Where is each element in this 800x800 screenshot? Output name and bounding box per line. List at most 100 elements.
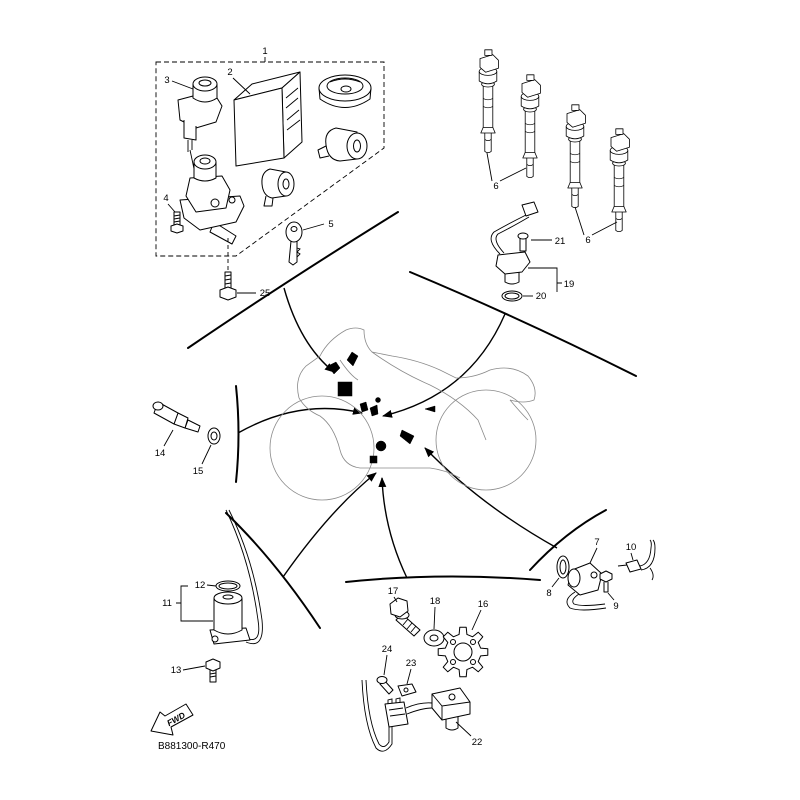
callout-1: 1 — [262, 46, 267, 57]
separator-lines — [187, 211, 637, 629]
leader-15 — [201, 444, 212, 465]
marker-small-arrow — [424, 405, 436, 413]
callout-15: 15 — [193, 466, 204, 477]
arrow-rear-sensor — [424, 447, 558, 549]
callout-2: 2 — [227, 67, 232, 78]
o-ring-8 — [556, 555, 570, 579]
separator-left — [235, 385, 240, 483]
marker-crank-sensor — [369, 404, 379, 417]
lower-body-outline — [298, 397, 461, 479]
separator-bottom-center — [345, 575, 541, 583]
windscreen-line — [339, 359, 359, 381]
speed-sensor — [361, 679, 471, 752]
rear-wheel — [435, 389, 537, 491]
sensor-7 — [566, 562, 607, 611]
arrow-neutral-switch — [282, 472, 377, 578]
washer-15 — [207, 427, 221, 445]
arrow-ignition-group — [283, 287, 335, 373]
marker-dot — [375, 397, 381, 403]
leader-5 — [302, 223, 325, 231]
callout-20: 20 — [536, 291, 547, 302]
callout-12: 12 — [195, 580, 206, 591]
leader-16 — [471, 609, 482, 631]
fuel-cap — [318, 74, 372, 108]
callout-3: 3 — [164, 75, 169, 86]
leader-14 — [163, 429, 174, 447]
o-ring-20 — [501, 290, 523, 302]
trigger-rotor — [437, 626, 489, 678]
bolt-24 — [376, 676, 394, 695]
bolt-25 — [219, 238, 237, 301]
leader-3 — [171, 80, 194, 90]
callout-labels: 1 2 3 4 5 25 6 6 21 19 20 14 15 12 11 13… — [155, 46, 637, 748]
callout-4: 4 — [163, 193, 168, 204]
leader-2 — [232, 77, 251, 95]
ignition-coil-1 — [478, 49, 499, 154]
callout-25: 25 — [260, 288, 271, 299]
frame-line — [371, 351, 487, 441]
seat-lock — [317, 127, 368, 162]
diagram-reference-code: B881300-R470 — [158, 741, 226, 752]
leader-6-left — [486, 152, 527, 182]
side-lock — [261, 168, 295, 207]
callout-14: 14 — [155, 448, 166, 459]
kit-dashed-box — [155, 61, 385, 257]
bolt-13 — [205, 658, 221, 683]
callout-9: 9 — [613, 601, 618, 612]
leader-18 — [433, 606, 436, 630]
ignition-coil-2 — [520, 74, 541, 179]
bolt-9 — [599, 570, 613, 593]
separator-bottom-left — [225, 512, 321, 629]
temperature-sensor — [152, 401, 201, 433]
arrow-crank-sensor — [382, 313, 506, 418]
leader-7 — [589, 547, 598, 564]
separator-top-left — [187, 211, 399, 349]
arrow-temp-sensor — [237, 406, 363, 434]
callout-21: 21 — [555, 236, 566, 247]
fairing-outline — [297, 327, 536, 403]
ecu-unit — [233, 71, 303, 167]
location-arrows — [237, 287, 558, 579]
motorcycle-silhouette — [269, 327, 537, 501]
leader-9 — [607, 592, 615, 601]
leader-19 — [528, 267, 562, 292]
leader-10 — [630, 552, 634, 561]
callout-19: 19 — [564, 279, 575, 290]
callout-5: 5 — [328, 219, 333, 230]
leader-23 — [406, 668, 412, 685]
leader-4 — [167, 203, 176, 213]
location-markers — [327, 351, 436, 464]
bolt-21 — [517, 232, 529, 252]
separator-top-right — [409, 271, 637, 377]
washer-18 — [423, 629, 445, 647]
marker-lock — [346, 351, 359, 367]
leader-8 — [551, 577, 560, 588]
marker-ignition — [327, 361, 341, 375]
callout-6-left: 6 — [493, 181, 498, 192]
key — [285, 221, 303, 266]
callout-7: 7 — [594, 537, 599, 548]
marker-temp-sensor — [359, 401, 369, 413]
ignition-coil-4 — [609, 128, 630, 233]
connector-10 — [617, 539, 656, 581]
marker-rear-sensor — [399, 429, 415, 445]
marker-ecu — [337, 381, 353, 397]
callout-13: 13 — [171, 665, 182, 676]
leader-22 — [455, 721, 472, 737]
separator-bottom-right — [529, 509, 607, 571]
tail-line — [509, 399, 529, 421]
callout-11: 11 — [162, 598, 172, 609]
forward-arrow-icon: FWD — [150, 703, 194, 736]
callout-18: 18 — [430, 596, 441, 607]
neutral-switch — [209, 591, 251, 645]
callout-8: 8 — [546, 588, 551, 599]
callout-23: 23 — [406, 658, 417, 669]
ignition-coil-3 — [565, 104, 586, 209]
leader-13 — [182, 665, 206, 671]
callout-24: 24 — [382, 644, 393, 655]
leader-12 — [206, 584, 217, 587]
leader-24 — [383, 654, 388, 676]
leader-11 — [176, 585, 213, 622]
main-switch — [179, 149, 245, 245]
